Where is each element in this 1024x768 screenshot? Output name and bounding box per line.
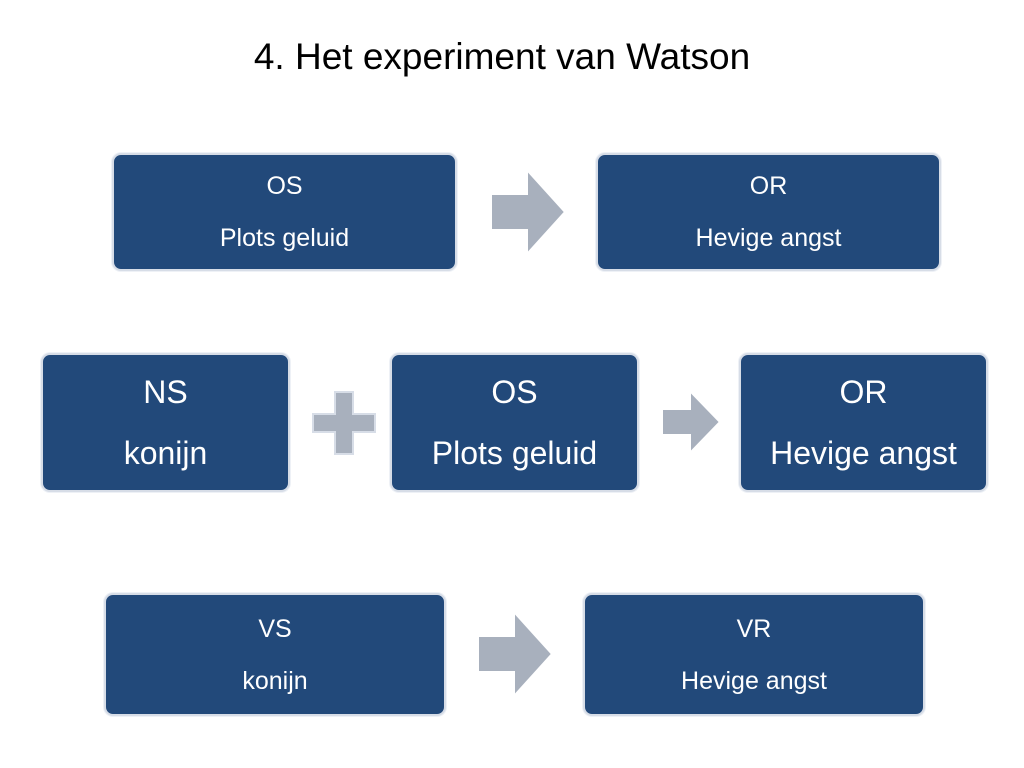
box-label: VS [258,614,292,643]
slide-title: 4. Het experiment van Watson [253,36,751,77]
box-sublabel: Plots geluid [431,434,598,471]
box-sublabel: Hevige angst [681,666,827,695]
box-sublabel: konijn [123,434,208,471]
arrow-icon [477,610,554,698]
box-os-row1: OS Plots geluid [112,153,457,271]
box-sublabel: Hevige angst [695,224,842,252]
arrow-icon [661,389,722,455]
box-label: OR [839,373,888,410]
box-os-row2: OS Plots geluid [390,353,639,492]
box-or-row2: OR Hevige angst [739,353,988,492]
box-sublabel: Plots geluid [219,224,350,252]
box-or-row1: OR Hevige angst [596,153,941,271]
box-sublabel: Hevige angst [770,434,957,471]
plus-icon [312,391,376,455]
box-label: VR [736,614,772,643]
box-sublabel: konijn [242,666,308,695]
box-label: OR [749,172,788,200]
box-label: NS [143,373,188,410]
box-label: OS [491,373,538,410]
box-vr-row3: VR Hevige angst [583,593,925,716]
arrow-icon [490,168,567,256]
box-ns-row2: NS konijn [41,353,290,492]
box-vs-row3: VS konijn [104,593,446,716]
box-label: OS [266,172,303,200]
